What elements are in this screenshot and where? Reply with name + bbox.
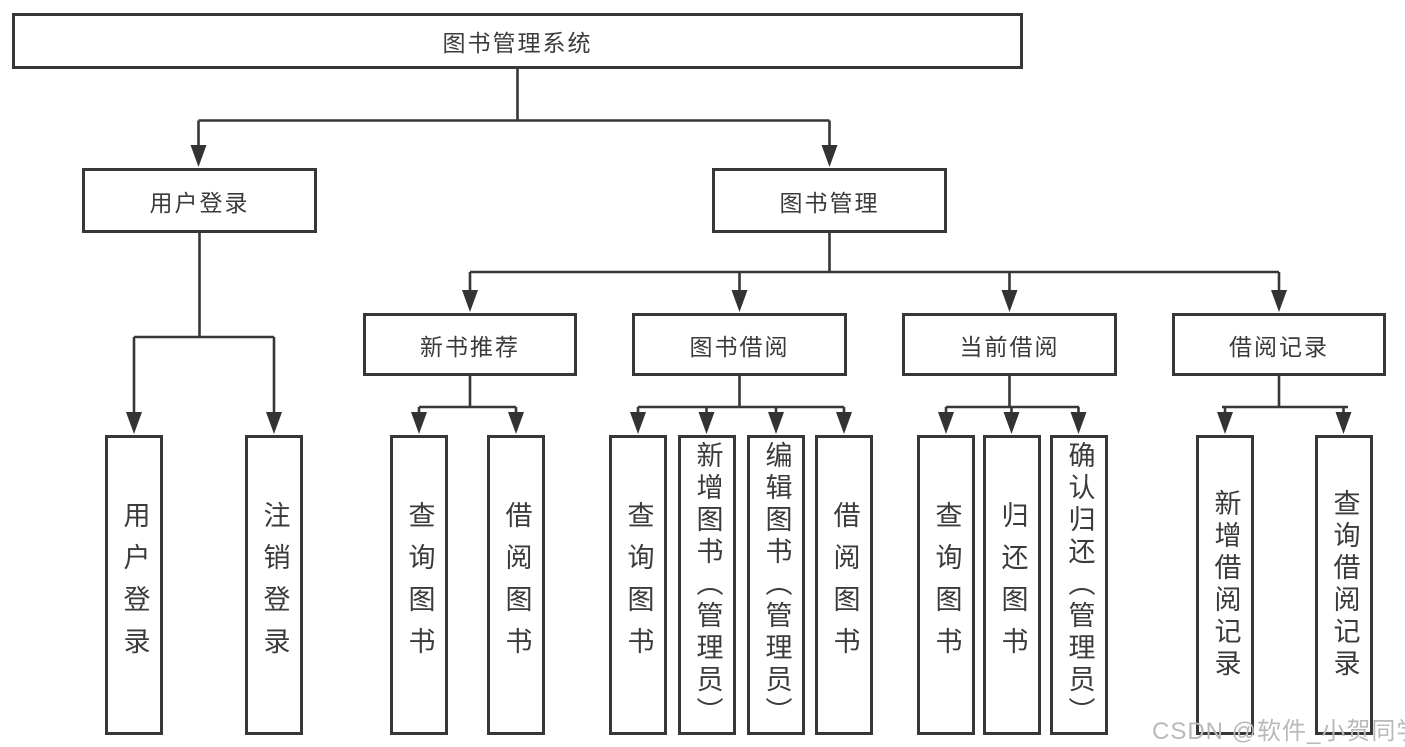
node-book-management: 图书管理 [712, 168, 947, 233]
node-library-system-label: 图书管理系统 [442, 30, 593, 56]
leaf-logout-label: 注销登录 [259, 501, 290, 669]
arrow-down-icon [266, 412, 282, 434]
watermark: CSDN @软件_小贺同学 [1152, 718, 1405, 745]
node-current-borrowing: 当前借阅 [902, 313, 1117, 376]
connector-root-to-level2 [190, 69, 838, 167]
node-current-borrowing-label: 当前借阅 [959, 333, 1060, 360]
leaf-user-login: 用户登录 [105, 435, 163, 735]
node-book-management-label: 图书管理 [779, 189, 880, 216]
leaf-logout: 注销登录 [245, 435, 303, 735]
arrow-down-icon [698, 412, 715, 434]
arrow-down-icon [630, 412, 646, 434]
leaf-query-books-recommend-label: 查询图书 [404, 501, 435, 669]
leaf-return-books-label: 归还图书 [997, 501, 1028, 669]
arrow-down-icon [1003, 412, 1020, 434]
leaf-borrow-books-borrowing-label: 借阅图书 [829, 501, 860, 669]
leaf-add-books-admin-label: 新增图书（管理员） [692, 441, 723, 729]
arrow-down-icon [1335, 412, 1352, 434]
leaf-add-borrow-record: 新增借阅记录 [1196, 435, 1254, 735]
node-library-system: 图书管理系统 [12, 13, 1023, 69]
leaf-add-borrow-record-label: 新增借阅记录 [1210, 489, 1241, 681]
arrow-down-icon [731, 290, 748, 312]
arrow-down-icon [462, 290, 478, 312]
leaf-query-books-recommend: 查询图书 [390, 435, 448, 735]
node-borrowing-records: 借阅记录 [1172, 313, 1386, 376]
leaf-confirm-return-admin: 确认归还（管理员） [1050, 435, 1108, 735]
node-user-login: 用户登录 [82, 168, 317, 233]
arrow-down-icon [1001, 290, 1018, 312]
node-new-book-recommendation-label: 新书推荐 [420, 333, 520, 360]
arrow-down-icon [508, 412, 524, 434]
leaf-return-books: 归还图书 [983, 435, 1041, 735]
connector-new-book-children [411, 376, 524, 434]
leaf-query-books-borrowing: 查询图书 [609, 435, 667, 735]
leaf-add-books-admin: 新增图书（管理员） [678, 435, 736, 735]
leaf-query-books-current-label: 查询图书 [931, 501, 962, 669]
leaf-query-books-borrowing-label: 查询图书 [623, 501, 654, 669]
arrow-down-icon [126, 412, 142, 434]
arrow-down-icon [836, 412, 852, 434]
node-borrowing-records-label: 借阅记录 [1229, 333, 1329, 360]
connector-book-management-children [462, 233, 1287, 312]
node-user-login-label: 用户登录 [149, 189, 250, 216]
arrow-down-icon [938, 412, 954, 434]
arrow-down-icon [821, 145, 838, 167]
arrow-down-icon [1070, 412, 1087, 434]
leaf-edit-books-admin-label: 编辑图书（管理员） [761, 441, 792, 729]
arrow-down-icon [1271, 290, 1287, 312]
leaf-borrow-books-recommend: 借阅图书 [487, 435, 545, 735]
arrow-down-icon [1217, 412, 1233, 434]
connector-current-borrowing-children [938, 376, 1087, 434]
connector-user-login-children [126, 233, 282, 434]
arrow-down-icon [190, 145, 207, 167]
leaf-confirm-return-admin-label: 确认归还（管理员） [1064, 441, 1095, 729]
arrow-down-icon [411, 412, 427, 434]
connector-book-borrowing-children [630, 376, 852, 434]
node-new-book-recommendation: 新书推荐 [363, 313, 577, 376]
node-book-borrowing-label: 图书借阅 [689, 333, 790, 360]
leaf-borrow-books-recommend-label: 借阅图书 [501, 501, 532, 669]
leaf-user-login-label: 用户登录 [119, 501, 150, 669]
leaf-query-borrow-record: 查询借阅记录 [1315, 435, 1373, 735]
node-book-borrowing: 图书借阅 [632, 313, 847, 376]
leaf-query-borrow-record-label: 查询借阅记录 [1329, 489, 1360, 681]
connector-borrowing-records-children [1217, 376, 1352, 434]
leaf-query-books-current: 查询图书 [917, 435, 975, 735]
arrow-down-icon [768, 412, 784, 434]
leaf-borrow-books-borrowing: 借阅图书 [815, 435, 873, 735]
leaf-edit-books-admin: 编辑图书（管理员） [747, 435, 805, 735]
